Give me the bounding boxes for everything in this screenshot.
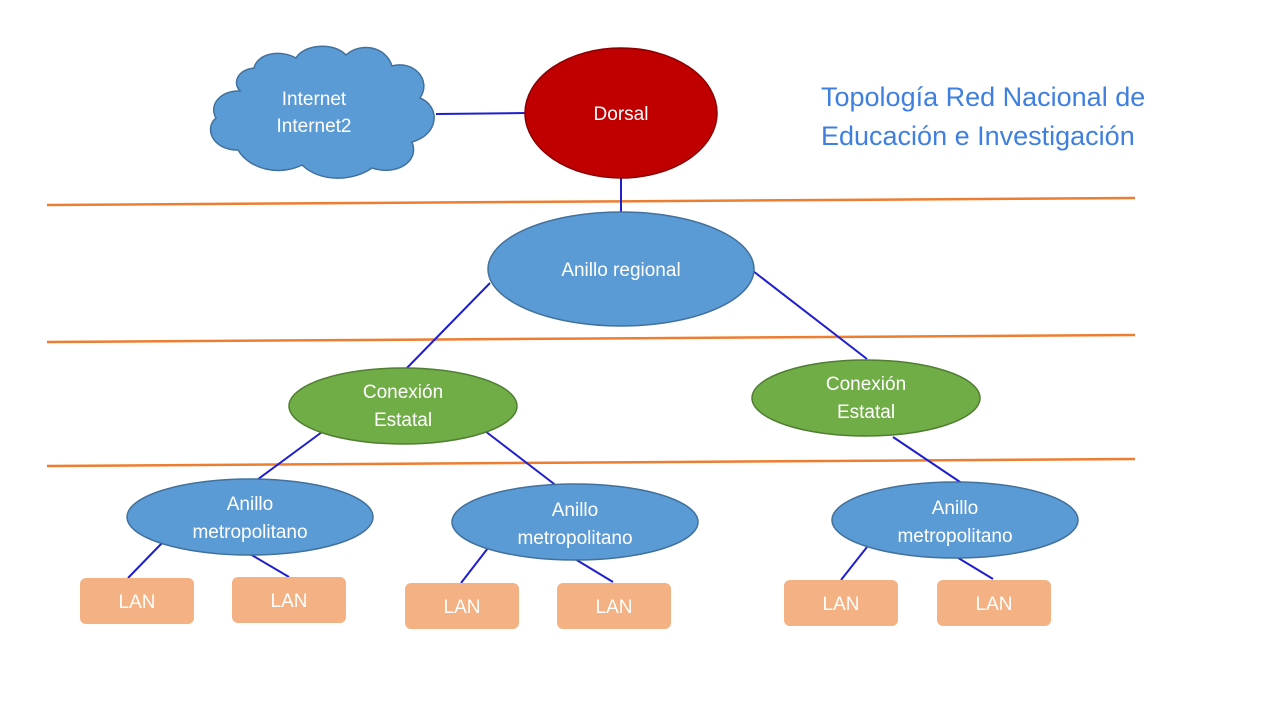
link-metro-1-lan-2 [249, 553, 290, 578]
cloud-label-line1: Internet [282, 89, 347, 110]
state-connection-left: Conexión Estatal [288, 367, 518, 445]
lan-box-3: LAN [405, 583, 519, 629]
link-regional-estatal-right [752, 270, 868, 360]
diagram-title-line2: Educación e Investigación [821, 121, 1135, 151]
link-metro-3-lan-6 [954, 555, 994, 580]
lan-box-1: LAN [80, 578, 194, 624]
lan-box-6-shape [937, 580, 1051, 626]
internet-cloud: Internet Internet2 [209, 45, 435, 179]
state-connection-right-line2: Estatal [837, 402, 895, 423]
lan-box-4: LAN [557, 583, 671, 629]
metro-ring-2-line2: metropolitano [517, 528, 632, 549]
metro-ring-1-line2: metropolitano [192, 522, 307, 543]
metro-ring-1-shape [126, 478, 374, 556]
regional-ring-node: Anillo regional [487, 211, 755, 327]
links [127, 112, 994, 584]
cloud-shape [209, 45, 435, 179]
metro-ring-2-line1: Anillo [552, 500, 598, 521]
dorsal-label: Dorsal [594, 104, 649, 125]
lan-box-1-shape [80, 578, 194, 624]
link-estatal-left-metro-2 [484, 430, 563, 491]
cloud-label-line2: Internet2 [277, 116, 352, 137]
state-connection-right: Conexión Estatal [751, 359, 981, 437]
layer-separator-1 [46, 196, 1136, 207]
state-connection-left-line1: Conexión [363, 382, 443, 403]
link-metro-2-lan-4 [574, 558, 614, 583]
dorsal-node: Dorsal [524, 47, 718, 179]
state-connection-left-line2: Estatal [374, 410, 432, 431]
metro-ring-3-shape [831, 481, 1079, 559]
lan-box-2: LAN [232, 577, 346, 623]
lan-box-1-label: LAN [119, 592, 156, 613]
link-metro-2-lan-3 [460, 547, 489, 584]
lan-box-5: LAN [784, 580, 898, 626]
lan-box-6: LAN [937, 580, 1051, 626]
state-connection-right-line1: Conexión [826, 374, 906, 395]
dorsal-shape [524, 47, 718, 179]
lan-box-3-label: LAN [444, 597, 481, 618]
state-connection-right-shape [751, 359, 981, 437]
link-regional-estatal-left [402, 282, 491, 373]
lan-box-4-shape [557, 583, 671, 629]
lan-box-5-shape [784, 580, 898, 626]
metro-ring-2: Anillo metropolitano [451, 483, 699, 561]
link-metro-3-lan-5 [840, 546, 868, 581]
layer-separator-2 [46, 333, 1136, 344]
metro-ring-3-line2: metropolitano [897, 526, 1012, 547]
regional-ring-shape [487, 211, 755, 327]
lan-box-2-label: LAN [271, 591, 308, 612]
lan-box-4-label: LAN [596, 597, 633, 618]
metro-ring-3: Anillo metropolitano [831, 481, 1079, 559]
metro-ring-3-line1: Anillo [932, 498, 978, 519]
metro-ring-2-shape [451, 483, 699, 561]
link-cloud-dorsal [435, 112, 528, 115]
metro-ring-1: Anillo metropolitano [126, 478, 374, 556]
diagram-title-line1: Topología Red Nacional de [821, 82, 1145, 112]
lan-box-5-label: LAN [823, 594, 860, 615]
regional-ring-label: Anillo regional [561, 260, 680, 281]
lan-box-3-shape [405, 583, 519, 629]
link-metro-1-lan-1 [127, 542, 163, 579]
metro-ring-1-line1: Anillo [227, 494, 273, 515]
link-estatal-right-metro-3 [892, 436, 967, 487]
state-connection-left-shape [288, 367, 518, 445]
lan-box-6-label: LAN [976, 594, 1013, 615]
lan-box-2-shape [232, 577, 346, 623]
layer-separator-3 [46, 457, 1136, 468]
